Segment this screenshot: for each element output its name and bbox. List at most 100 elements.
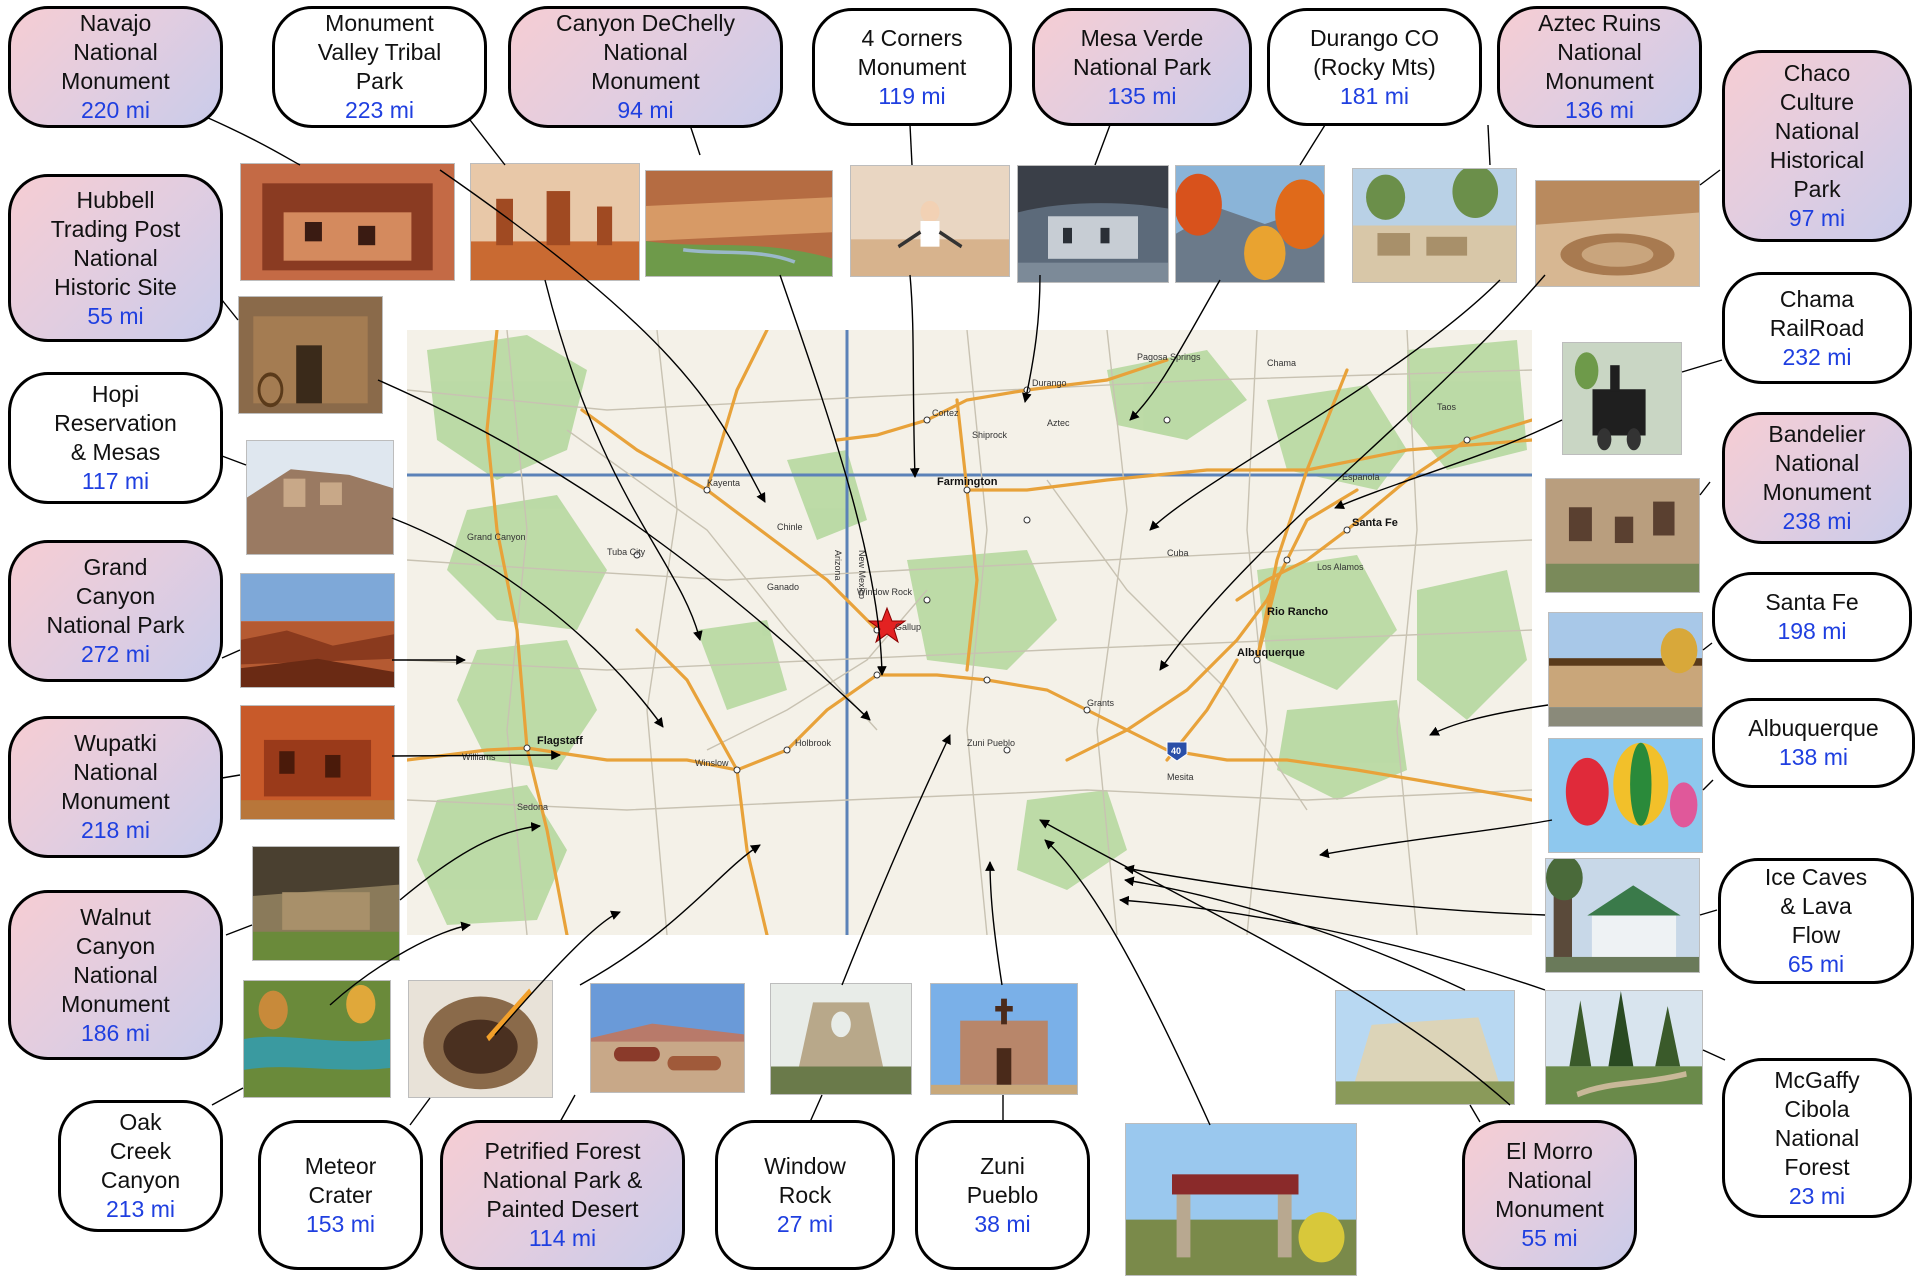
bubble-petrified-forest[interactable]: Petrified Forest National Park & Painted… — [440, 1120, 685, 1270]
place-name: Oak Creek Canyon — [100, 1109, 181, 1193]
place-name: Chama RailRoad — [1769, 285, 1865, 341]
map-label-espanola: Espanola — [1342, 472, 1380, 482]
photo-el-morro — [1335, 990, 1515, 1105]
photo-mcgaffy-forest — [1545, 990, 1703, 1105]
map-label-taos: Taos — [1437, 402, 1457, 412]
distance-label: 220 mi — [80, 97, 151, 123]
photo-bandelier — [1545, 478, 1700, 593]
distance-label: 186 mi — [80, 1019, 151, 1046]
place-name: Albuquerque — [1748, 715, 1879, 741]
bubble-hopi-reservation[interactable]: Hopi Reservation & Mesas 117 mi — [8, 372, 223, 504]
bubble-meteor-crater[interactable]: Meteor Crater 153 mi — [258, 1120, 423, 1270]
bubble-window-rock[interactable]: Window Rock 27 mi — [715, 1120, 895, 1270]
distance-label: 272 mi — [80, 641, 151, 667]
distance-label: 138 mi — [1778, 744, 1849, 770]
bubble-walnut-canyon[interactable]: Walnut Canyon National Monument 186 mi — [8, 890, 223, 1060]
photo-oak-creek-canyon — [243, 980, 391, 1098]
place-name: Hopi Reservation & Mesas — [54, 381, 177, 465]
place-name: Walnut Canyon National Monument — [61, 903, 170, 1017]
bubble-mesa-verde[interactable]: Mesa Verde National Park 135 mi — [1032, 8, 1252, 126]
bubble-oak-creek-canyon[interactable]: Oak Creek Canyon 213 mi — [58, 1100, 223, 1232]
photo-chaco-canyon — [1535, 180, 1700, 287]
map-label-arizona: Arizona — [833, 550, 843, 581]
photo-meteor-crater — [408, 980, 553, 1098]
map-label-holbrook: Holbrook — [795, 738, 832, 748]
photo-petrified-forest — [590, 983, 745, 1093]
distance-label: 65 mi — [1787, 951, 1845, 977]
bubble-mcgaffy[interactable]: McGaffy Cibola National Forest 23 mi — [1722, 1058, 1912, 1218]
distance-label: 23 mi — [1788, 1182, 1846, 1209]
photo-rehoboth-sign — [1125, 1123, 1357, 1276]
distance-label: 119 mi — [878, 82, 946, 109]
photo-hopi-mesa — [246, 440, 394, 555]
bubble-navajo-national-monument[interactable]: Navajo National Monument 220 mi — [8, 6, 223, 128]
distance-label: 27 mi — [776, 1210, 834, 1237]
place-name: Santa Fe — [1765, 589, 1859, 615]
map-label-chama: Chama — [1267, 358, 1296, 368]
distance-label: 55 mi — [1521, 1225, 1578, 1251]
map-label-cuba: Cuba — [1167, 548, 1189, 558]
distance-label: 97 mi — [1788, 205, 1846, 231]
place-name: Canyon DeChelly National Monument — [556, 10, 735, 94]
map-label-gallup: Gallup — [895, 622, 921, 632]
place-name: Mesa Verde National Park — [1072, 24, 1212, 80]
bubble-four-corners[interactable]: 4 Corners Monument 119 mi — [812, 8, 1012, 126]
distance-label: 117 mi — [81, 468, 150, 494]
bubble-zuni-pueblo[interactable]: Zuni Pueblo 38 mi — [915, 1120, 1090, 1270]
distance-label: 136 mi — [1564, 97, 1635, 123]
distance-label: 153 mi — [305, 1210, 376, 1237]
distance-label: 223 mi — [344, 97, 415, 123]
road-map: Farmington Flagstaff Albuquerque Santa F… — [407, 330, 1532, 935]
distance-label: 135 mi — [1107, 82, 1177, 109]
bubble-durango[interactable]: Durango CO (Rocky Mts) 181 mi — [1267, 8, 1482, 126]
photo-four-corners — [850, 165, 1010, 277]
bubble-chama-railroad[interactable]: Chama RailRoad 232 mi — [1722, 272, 1912, 384]
road-map-canvas: Farmington Flagstaff Albuquerque Santa F… — [407, 330, 1532, 935]
map-label-kayenta: Kayenta — [707, 478, 740, 488]
photo-zuni-pueblo-church — [930, 983, 1078, 1095]
map-label-flagstaff: Flagstaff — [537, 735, 583, 747]
bubble-bandelier[interactable]: Bandelier National Monument 238 mi — [1722, 412, 1912, 544]
place-name: 4 Corners Monument — [857, 24, 967, 80]
place-name: Ice Caves & Lava Flow — [1764, 864, 1868, 948]
map-label-rio-rancho: Rio Rancho — [1267, 606, 1328, 618]
map-label-tuba-city: Tuba City — [607, 547, 646, 557]
bubble-grand-canyon[interactable]: Grand Canyon National Park 272 mi — [8, 540, 223, 682]
bubble-canyon-dechelly[interactable]: Canyon DeChelly National Monument 94 mi — [508, 6, 783, 128]
bubble-aztec-ruins[interactable]: Aztec Ruins National Monument 136 mi — [1497, 6, 1702, 128]
bubble-wupatki[interactable]: Wupatki National Monument 218 mi — [8, 716, 223, 858]
map-label-albuquerque: Albuquerque — [1237, 647, 1305, 659]
map-label-grants: Grants — [1087, 698, 1115, 708]
bubble-ice-caves[interactable]: Ice Caves & Lava Flow 65 mi — [1718, 858, 1914, 984]
photo-navajo-cliff-dwelling — [240, 163, 455, 281]
map-label-grand-canyon: Grand Canyon — [467, 532, 526, 542]
place-name: El Morro National Monument — [1495, 1138, 1604, 1222]
interstate-shield: 40 — [1166, 741, 1188, 762]
map-label-zuni-pueblo: Zuni Pueblo — [967, 738, 1015, 748]
bubble-hubbell-trading-post[interactable]: Hubbell Trading Post National Historic S… — [8, 174, 223, 342]
place-name: Monument Valley Tribal Park — [317, 10, 442, 94]
place-name: Hubbell Trading Post National Historic S… — [50, 186, 181, 300]
map-label-shiprock: Shiprock — [972, 430, 1008, 440]
photo-grand-canyon — [240, 573, 395, 688]
place-name: Durango CO (Rocky Mts) — [1309, 24, 1440, 80]
place-name: Zuni Pueblo — [966, 1152, 1039, 1208]
bubble-albuquerque[interactable]: Albuquerque 138 mi — [1712, 698, 1915, 788]
bubble-el-morro[interactable]: El Morro National Monument 55 mi — [1462, 1120, 1637, 1270]
distance-label: 198 mi — [1777, 618, 1847, 644]
photo-durango-autumn — [1175, 165, 1325, 283]
place-name: Navajo National Monument — [61, 10, 170, 94]
bubble-chaco-culture[interactable]: Chaco Culture National Historical Park 9… — [1722, 50, 1912, 242]
photo-ice-caves — [1545, 858, 1700, 973]
place-name: Wupatki National Monument — [61, 730, 170, 814]
bubble-monument-valley[interactable]: Monument Valley Tribal Park 223 mi — [272, 6, 487, 128]
map-label-los-alamos: Los Alamos — [1317, 562, 1364, 572]
bubble-santa-fe[interactable]: Santa Fe 198 mi — [1712, 572, 1912, 662]
photo-santa-fe-plaza — [1548, 612, 1703, 727]
map-label-new-mexico: New Mexico — [857, 550, 867, 599]
map-label-chinle: Chinle — [777, 522, 803, 532]
photo-aztec-ruins — [1352, 168, 1517, 283]
map-label-window-rock: Window Rock — [857, 587, 913, 597]
place-name: Aztec Ruins National Monument — [1538, 10, 1661, 94]
